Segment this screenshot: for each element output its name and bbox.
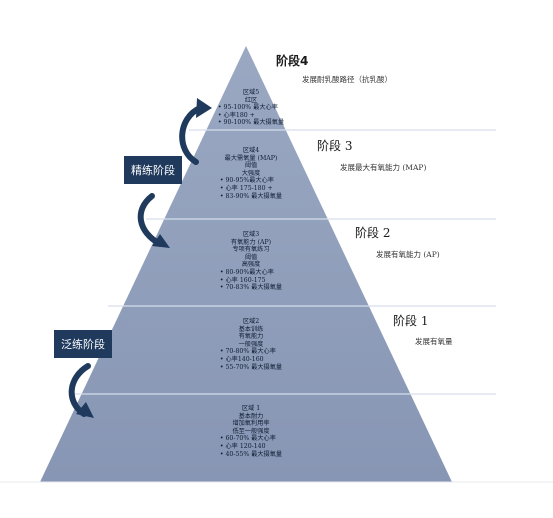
curved-arrow-middle bbox=[137, 193, 163, 247]
zone-5-bullet: 心率180 + bbox=[218, 112, 284, 120]
stage-2-desc: 发展有氧能力 (AP) bbox=[376, 250, 440, 259]
zone-4-line: 大强度 bbox=[241, 169, 261, 177]
stage-4-title: 阶段4 bbox=[276, 54, 309, 68]
zone-3: 区域3 有氧能力 (AP) 专项有氧练习 阈值 高强度 80-90%最大心率 心… bbox=[216, 231, 286, 292]
zone-2-label: 区域2 bbox=[242, 318, 260, 325]
phase-box-general: 泛练阶段 bbox=[54, 330, 112, 358]
zone-4-bullet: 心率 175-180 + bbox=[220, 185, 282, 193]
zone-2: 区域2 基本训练 有氧能力 一般强度 70-80% 最大心率 心率140-160… bbox=[216, 318, 286, 371]
zone-3-line: 专项有氧练习 bbox=[232, 246, 270, 254]
zone-5-bullet: 90-100% 最大摄氧量 bbox=[218, 119, 285, 127]
zone-3-line: 高强度 bbox=[241, 261, 261, 269]
zone-1-line: 低至一般强度 bbox=[232, 427, 270, 435]
zone-2-line: 有氧能力 bbox=[238, 333, 264, 341]
arrowhead-icon bbox=[76, 402, 94, 418]
zone-4: 区域4 最大需氧量 (MAP) 阈值 大强度 90-95%最大心率 心率 175… bbox=[216, 147, 286, 200]
pyramid-shape bbox=[40, 46, 452, 482]
zone-3-label: 区域3 bbox=[242, 231, 260, 238]
zone-1-label: 区域 1 bbox=[241, 405, 261, 412]
zone-2-line: 基本训练 bbox=[238, 325, 264, 333]
stage-2-title: 阶段 2 bbox=[355, 226, 391, 240]
zone-5-line: 红区 bbox=[244, 96, 258, 104]
zone-2-bullet: 心率140-160 bbox=[220, 356, 282, 364]
zone-1-line: 基本耐力 bbox=[238, 412, 264, 420]
stage-4-desc: 发展耐乳酸路径（抗乳酸） bbox=[302, 75, 392, 84]
zone-4-line: 最大需氧量 (MAP) bbox=[224, 154, 278, 162]
zone-5-bullet: 95-100% 最大心率 bbox=[218, 104, 284, 112]
phase-box-refinement: 精练阶段 bbox=[124, 156, 182, 184]
zone-2-bullet: 70-80% 最大心率 bbox=[220, 348, 282, 356]
zone-5-label: 区域5 bbox=[242, 89, 260, 96]
zone-3-bullet: 80-90%最大心率 bbox=[220, 269, 282, 277]
zone-1-bullet: 心率 120-140 bbox=[220, 443, 282, 451]
stage-1-title: 阶段 1 bbox=[393, 314, 429, 328]
stage-3-title: 阶段 3 bbox=[317, 139, 353, 153]
curved-arrow-top bbox=[179, 105, 203, 165]
zone-1-line: 增加氧利用率 bbox=[232, 420, 270, 428]
zone-4-bullet: 83-90% 最大摄氧量 bbox=[220, 193, 283, 201]
zone-1: 区域 1 基本耐力 增加氧利用率 低至一般强度 60-70% 最大心率 心率 1… bbox=[216, 405, 286, 458]
stage-1-desc: 发展有氧量 bbox=[415, 337, 453, 346]
zone-4-label: 区域4 bbox=[242, 147, 260, 154]
zone-2-line: 一般强度 bbox=[238, 340, 264, 348]
zone-4-line: 阈值 bbox=[244, 162, 258, 170]
zone-1-bullet: 40-55% 最大摄氧量 bbox=[220, 451, 283, 459]
zone-3-line: 有氧能力 (AP) bbox=[230, 238, 272, 246]
arrowhead-icon bbox=[152, 234, 170, 248]
zone-3-line: 阈值 bbox=[244, 253, 258, 261]
zone-5: 区域5 红区 95-100% 最大心率 心率180 + 90-100% 最大摄氧… bbox=[216, 89, 286, 127]
zone-1-bullet: 60-70% 最大心率 bbox=[220, 435, 282, 443]
zone-3-bullet: 70-83% 最大摄氧量 bbox=[220, 284, 283, 292]
arrowhead-icon bbox=[196, 98, 212, 118]
zone-4-bullet: 90-95%最大心率 bbox=[220, 177, 282, 185]
stage-3-desc: 发展最大有氧能力 (MAP) bbox=[340, 163, 427, 172]
zone-3-bullet: 心率 160-175 bbox=[220, 277, 282, 285]
zone-2-bullet: 55-70% 最大摄氧量 bbox=[220, 364, 283, 372]
